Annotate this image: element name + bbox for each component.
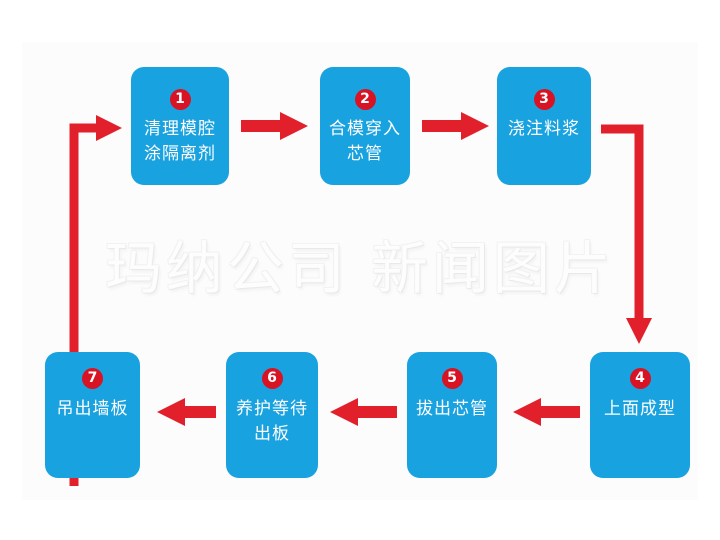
step-badge-5: 5: [441, 368, 463, 389]
step-badge-4: 4: [629, 368, 651, 389]
process-node-1[interactable]: 1 清理模腔 涂隔离剂: [131, 67, 229, 185]
process-label-6: 养护等待 出板: [236, 399, 308, 444]
process-label-7: 吊出墙板: [56, 399, 129, 419]
process-node-7[interactable]: 7 吊出墙板: [45, 352, 140, 478]
step-badge-3: 3: [533, 89, 555, 110]
step-badge-6: 6: [261, 368, 283, 389]
process-label-4: 上面成型: [604, 399, 676, 419]
process-label-2: 合模穿入 芯管: [329, 119, 401, 164]
process-node-5[interactable]: 5 拔出芯管: [407, 352, 497, 478]
process-label-5: 拔出芯管: [416, 399, 488, 419]
process-label-3: 浇注料浆: [508, 119, 580, 139]
process-label-1: 清理模腔 涂隔离剂: [144, 119, 216, 164]
step-badge-7: 7: [82, 368, 103, 389]
process-node-2[interactable]: 2 合模穿入 芯管: [320, 67, 410, 185]
process-node-6[interactable]: 6 养护等待 出板: [226, 352, 318, 478]
process-node-3[interactable]: 3 浇注料浆: [497, 67, 591, 185]
step-badge-1: 1: [169, 89, 191, 110]
step-badge-2: 2: [354, 89, 376, 110]
process-node-4[interactable]: 4 上面成型: [590, 352, 690, 478]
